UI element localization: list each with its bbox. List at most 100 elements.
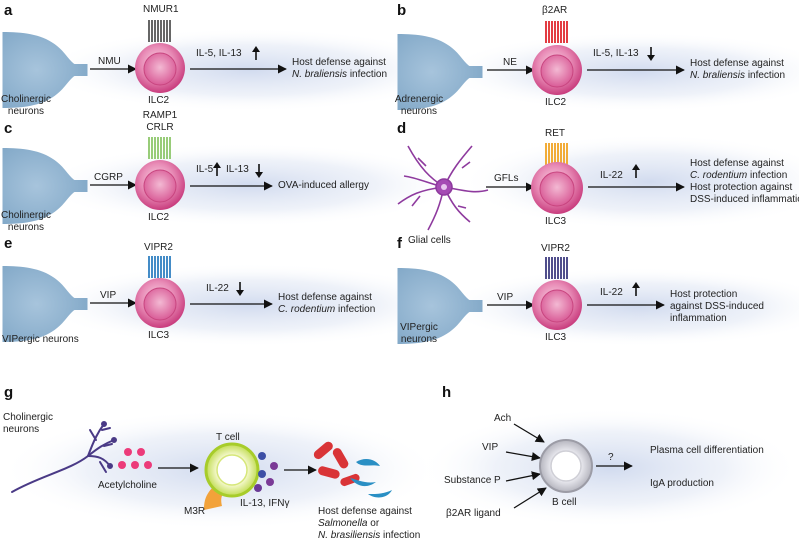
bacteria-icon [313,441,360,487]
mediator-label: NMU [98,56,121,67]
cell-label: ILC3 [545,216,567,227]
receptor-label: VIPR2 [541,243,570,254]
decrease-arrow-icon [647,47,655,61]
receptor-label: β2AR [542,5,568,16]
cell-label: T cell [216,432,240,443]
outcome-label: Host defense against C. rodentium infect… [690,158,799,205]
cytokine-label: IL-13, IFNγ [240,498,290,509]
outcome-label: Host defense against C. rodentium infect… [278,292,376,315]
ilc3-cell-icon [531,162,583,214]
ilc3-cell-icon [135,278,185,328]
mediator-label: CGRP [94,172,123,183]
cell-label: ILC3 [545,332,567,343]
unknown-mark: ? [608,452,614,463]
t-cell-icon [204,442,260,498]
ilc2-cell-icon [532,45,582,95]
receptor-label: RET [545,128,565,139]
cytokine-label-il5: IL-5 [196,164,214,175]
cell-label: ILC2 [148,95,170,106]
cell-label: B cell [552,497,577,508]
outcome-label: Host protection against DSS-induced infl… [670,289,764,324]
cytokine-label: IL-5, IL-13 [196,48,242,59]
panel-letter-b: b [397,2,407,19]
receptor-label: M3R [184,506,206,517]
glow-background [40,143,460,227]
mediator-label: VIP [100,290,117,301]
mediator-label: VIP [497,292,514,303]
input-label-b2ar-ligand: β2AR ligand [446,508,501,519]
panel-letter-a: a [4,2,13,19]
vipr2-receptor-icon [545,257,568,279]
nmur1-receptor-icon [148,20,171,42]
input-arrow-substance-p [505,471,541,482]
cell-label: ILC2 [545,97,567,108]
mediator-label: GFLs [494,173,519,184]
input-arrow-ach [513,423,545,443]
neuron-label: VIPergic neurons [2,334,79,345]
panel-letter-g: g [4,384,14,401]
b2ar-receptor-icon [545,21,568,43]
input-label-ach: Ach [494,413,512,424]
neuron-axon-icon [11,421,117,493]
panel-f [397,257,799,347]
panel-letter-e: e [4,235,13,252]
panel-e [2,256,460,347]
cytokine-label: IL-5, IL-13 [593,48,639,59]
ret-receptor-icon [545,143,568,165]
increase-arrow-icon [252,46,260,60]
input-label-substance-p: Substance P [444,475,501,486]
ligand-label: Acetylcholine [98,480,157,491]
glial-label: Glial cells [408,235,451,246]
panel-b [397,21,799,112]
acetylcholine-molecule-icon [118,448,152,469]
cytokine-label: IL-22 [600,170,623,181]
glow-background [420,408,799,528]
vipr2-receptor-icon [148,256,171,278]
outcome-label: Host defense against N. braliensis infec… [292,57,388,80]
glial-cell-icon [397,145,489,231]
cytokine-label: IL-22 [600,287,623,298]
mediator-label: NE [503,57,517,68]
panel-letter-c: c [4,120,13,137]
input-label-vip: VIP [482,442,499,453]
vipergic-neuron-icon [2,266,88,342]
cell-label: ILC2 [148,212,170,223]
outcome-label-iga: IgA production [650,478,714,489]
ilc2-cell-icon [135,43,185,93]
outcome-label: OVA-induced allergy [278,180,369,191]
outcome-label: Host defense against Salmonella or N. br… [318,506,421,541]
parasite-icon [350,459,392,498]
panel-h [420,408,799,528]
decrease-arrow-icon [236,282,244,296]
panel-d [397,134,799,231]
increase-arrow-icon [213,162,221,176]
glow-background [440,267,799,347]
panel-letter-h: h [442,384,452,401]
glow-background [440,32,799,112]
outcome-label-plasma: Plasma cell differentiation [650,445,764,456]
panel-letter-f: f [397,235,402,252]
ramp1-crlr-receptor-icon [148,137,171,159]
receptor-label: VIPR2 [144,242,173,253]
panel-a [2,20,460,112]
panel-c [2,137,460,227]
increase-arrow-icon [632,282,640,296]
cytokine-molecule-icon [254,452,278,492]
b-cell-icon [539,439,593,493]
cytokine-label-il13: IL-13 [226,164,249,175]
panel-g [0,410,440,530]
input-arrow-vip [505,451,541,462]
cytokine-label: IL-22 [206,283,229,294]
cell-label: ILC3 [148,330,170,341]
decrease-arrow-icon [255,164,263,178]
increase-arrow-icon [632,164,640,178]
input-arrow-b2ar-ligand [513,487,547,509]
